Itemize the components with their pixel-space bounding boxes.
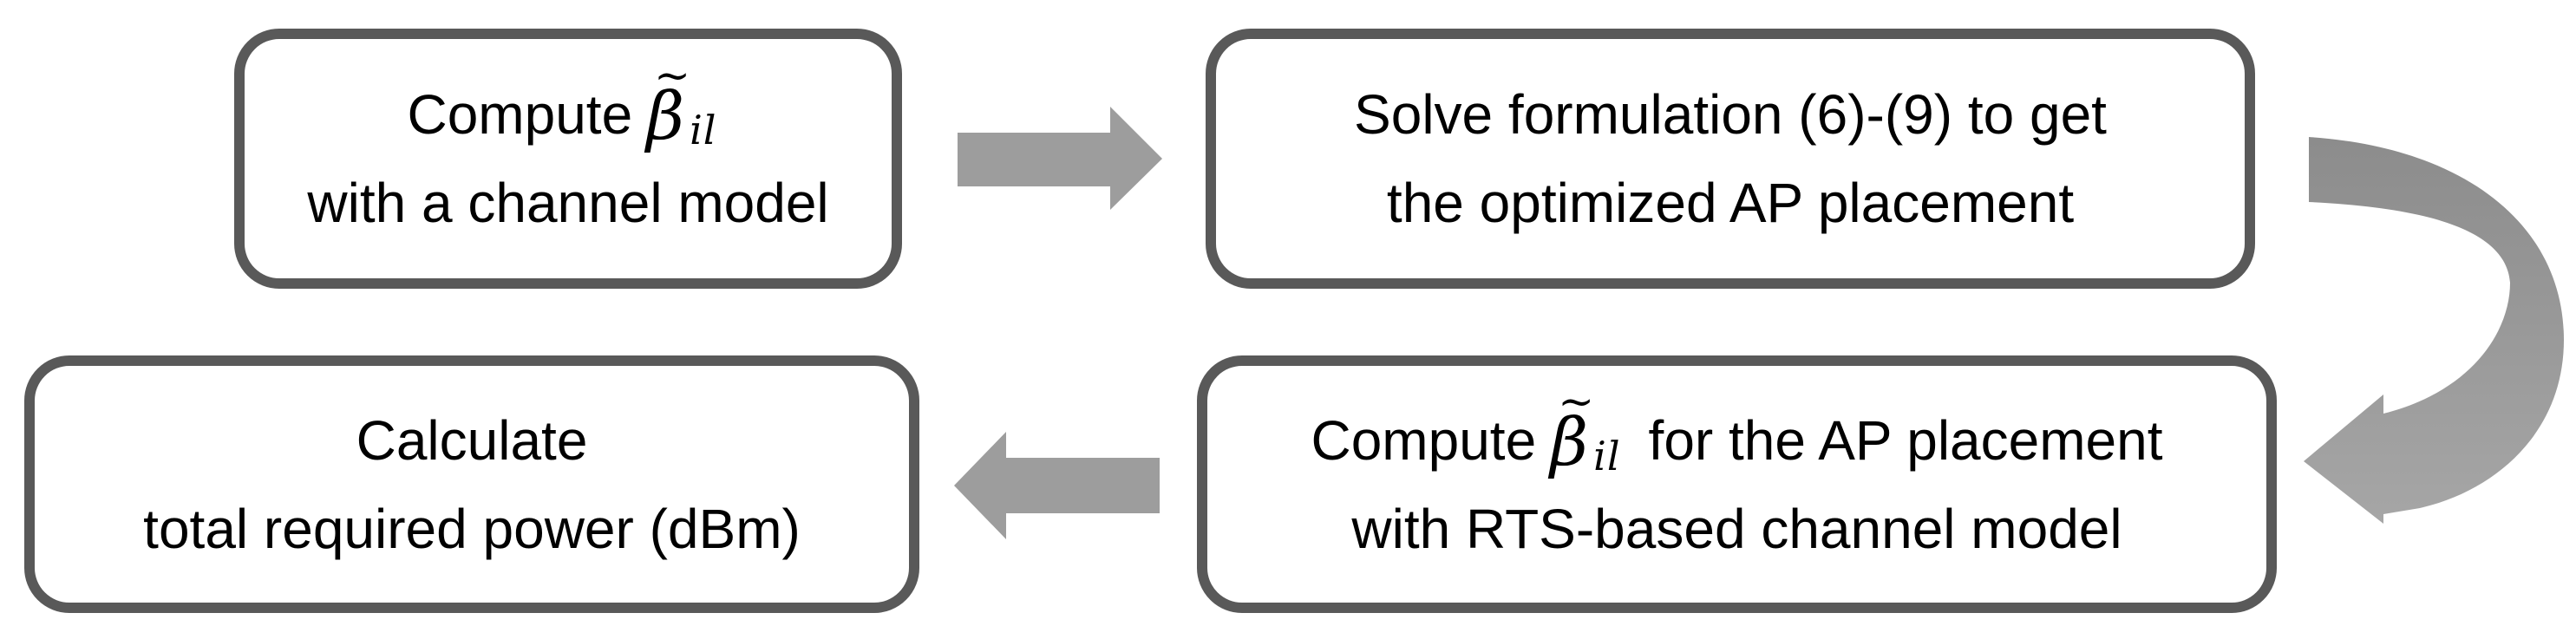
box-text: the optimized AP placement (1386, 172, 2075, 234)
box-text: with RTS-based channel model (1351, 497, 2122, 560)
box-text: Solve formulation (6)-(9) to get (1354, 83, 2107, 146)
beta-subscript: il (690, 107, 717, 153)
box-line: total required power (dBm) (143, 485, 801, 573)
flow-box-calculate-power: Calculate total required power (dBm) (24, 355, 919, 613)
box-line: Compute ~ β il for the AP placement (1311, 375, 2163, 485)
flow-box-compute-beta-channel: Compute ~ β il with a channel model (234, 29, 902, 289)
box-text: with a channel model (307, 172, 829, 234)
box-line: with RTS-based channel model (1351, 485, 2122, 573)
flow-box-compute-beta-rts: Compute ~ β il for the AP placement with… (1197, 355, 2277, 613)
beta-subscript: il (1593, 432, 1621, 479)
box-line: Calculate (356, 396, 588, 485)
left-arrow-icon (954, 432, 1160, 539)
box-line: with a channel model (307, 159, 828, 247)
box-text: for the AP placement (1648, 408, 2163, 472)
box-text: Calculate (356, 408, 588, 472)
box-text: Compute (1311, 408, 1537, 472)
box-line: Compute ~ β il (407, 50, 729, 159)
right-arrow-icon (958, 107, 1162, 210)
box-line: the optimized AP placement (1387, 159, 2074, 247)
box-text: total required power (dBm) (143, 497, 801, 560)
box-line: Solve formulation (6)-(9) to get (1354, 70, 2107, 159)
curved-arrow-icon (2304, 137, 2564, 524)
beta-tilde-symbol: ~ β (1550, 375, 1595, 480)
flow-box-solve-formulation: Solve formulation (6)-(9) to get the opt… (1206, 29, 2255, 289)
box-text: Compute (407, 83, 633, 146)
beta-tilde-symbol: ~ β (646, 50, 691, 154)
